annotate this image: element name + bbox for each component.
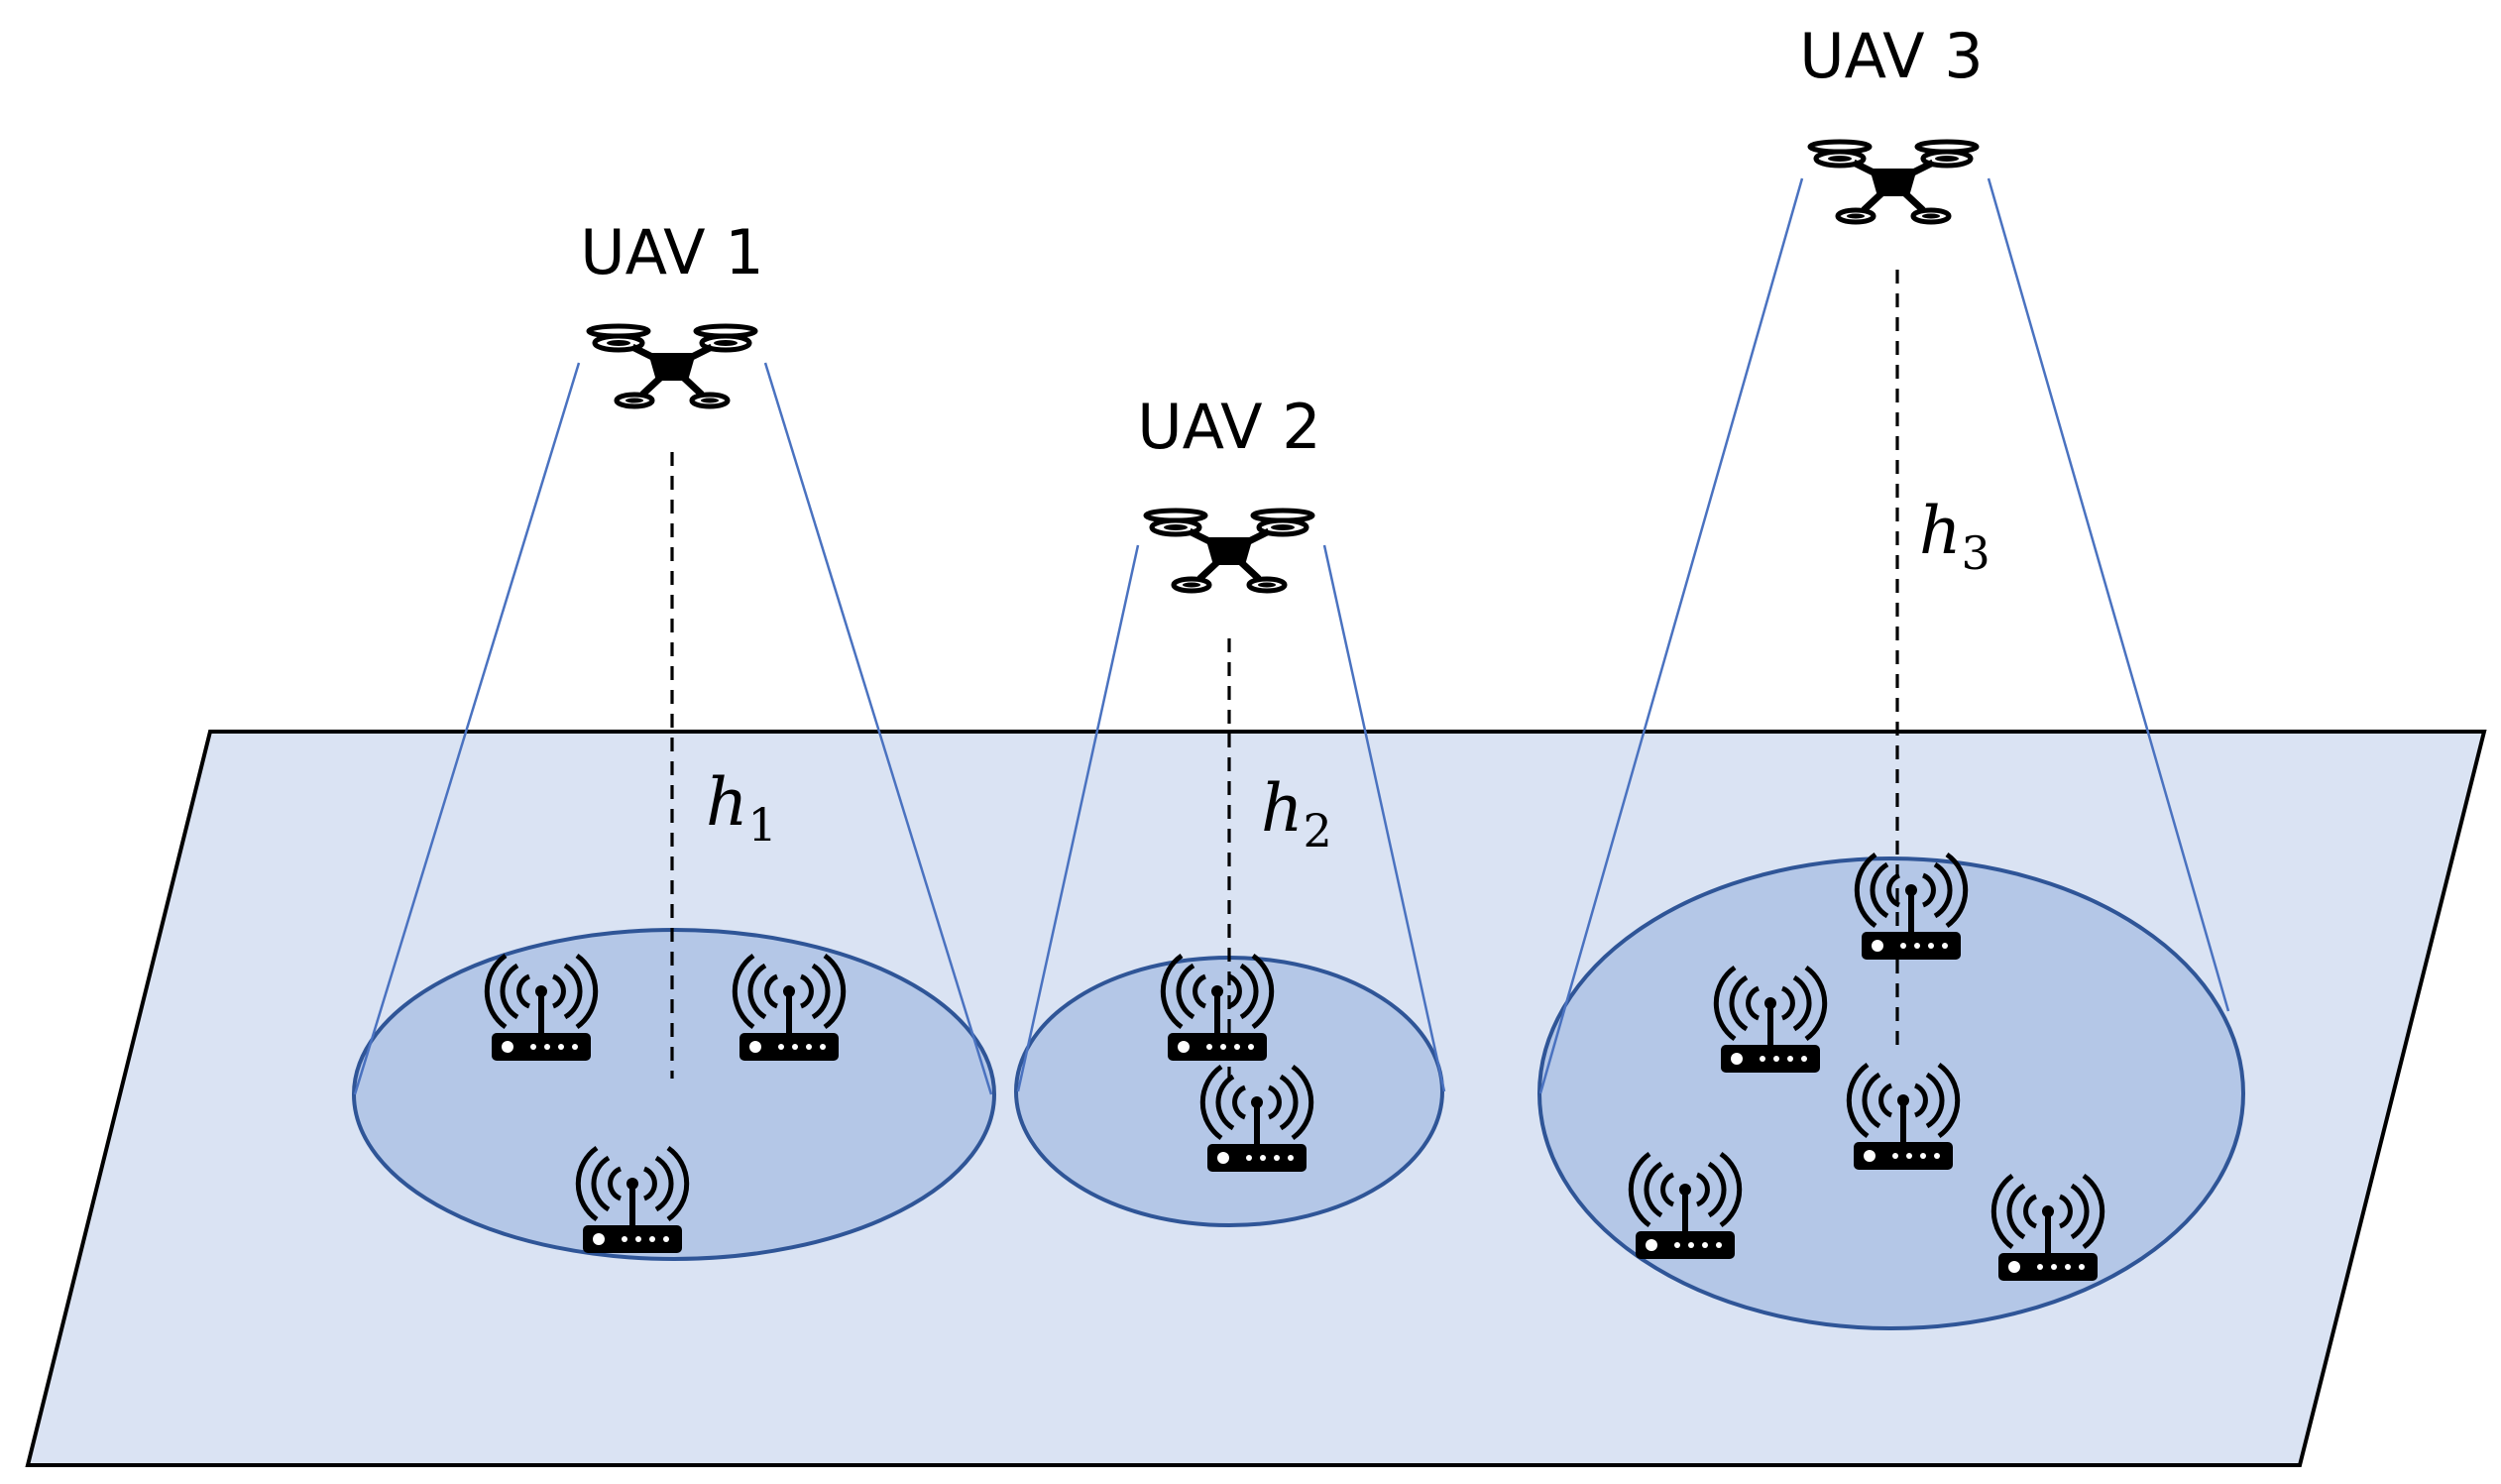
beam-left-uav-1 [353,362,581,1095]
height-label-uav-1: h1 [706,764,777,852]
height-label-uav-3: h3 [1919,493,1990,580]
drone-icon-uav-2 [1146,511,1312,591]
height-symbol: h [706,764,748,841]
beam-right-uav-2 [1322,544,1446,1092]
beam-right-uav-3 [1987,177,2230,1012]
height-index: 2 [1304,804,1332,857]
beam-right-uav-1 [763,362,993,1095]
coverage-area-uav-1 [352,928,996,1261]
height-index: 1 [748,798,777,852]
beam-left-uav-2 [1016,544,1140,1092]
uav-3-label: UAV 3 [1799,20,1983,92]
uav-2-label: UAV 2 [1137,391,1320,463]
drone-icon-uav-1 [589,326,755,406]
height-symbol: h [1261,770,1304,847]
height-symbol: h [1919,493,1962,569]
height-index: 3 [1962,526,1990,580]
drone-icon-uav-3 [1810,142,1977,222]
height-label-uav-2: h2 [1261,770,1332,857]
uav-1-label: UAV 1 [580,216,763,288]
beam-left-uav-3 [1538,177,1804,1094]
